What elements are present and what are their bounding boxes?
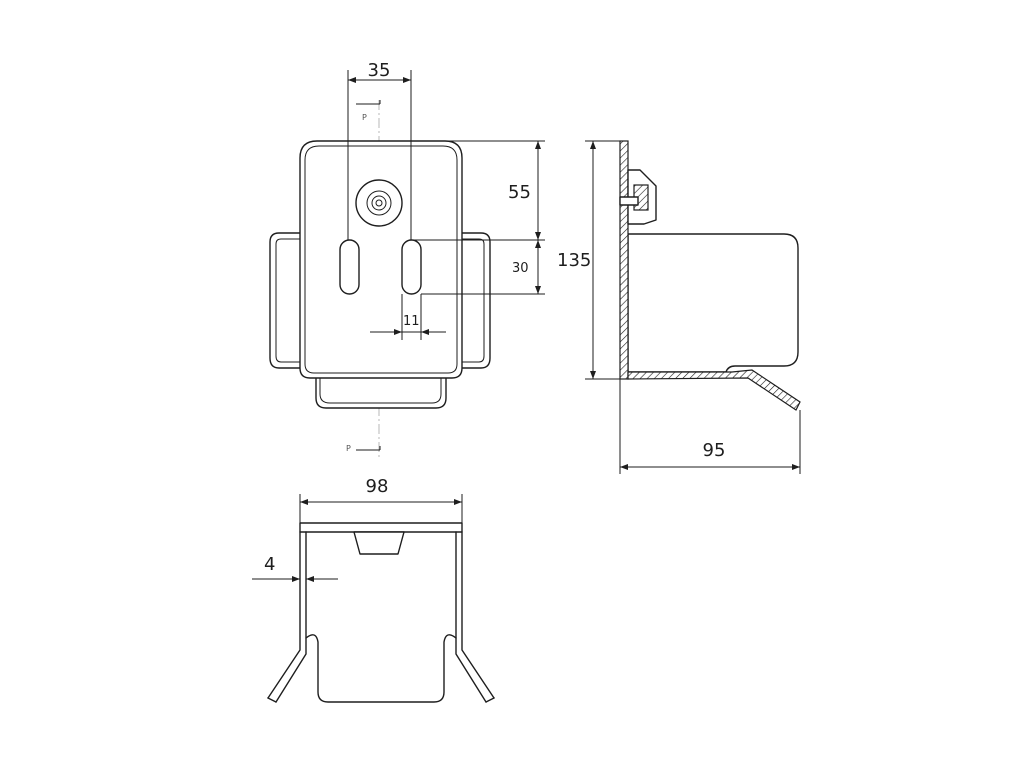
right-flange (455, 232, 491, 369)
top-screw-bracket (353, 531, 405, 555)
dimension-label-55: 55 (508, 182, 531, 203)
dimension-98: 98 (299, 476, 463, 523)
dimension-30: 30 (421, 240, 545, 295)
dimension-label-35: 35 (368, 60, 391, 81)
right-wall-inner (455, 531, 487, 703)
left-flange (269, 232, 305, 369)
dimension-label-135: 135 (557, 250, 591, 271)
dimension-label-30: 30 (512, 261, 529, 276)
top-back-plate (299, 522, 463, 533)
lower-plate (315, 369, 447, 409)
back-plate-inner (304, 145, 458, 374)
dimension-label-4: 4 (264, 554, 275, 575)
side-screw (619, 196, 639, 206)
dimension-label-11: 11 (403, 314, 420, 329)
holder-body (627, 233, 799, 373)
bottom-tongue (305, 634, 457, 703)
dimension-135: 135 (557, 140, 620, 380)
left-slot (339, 239, 360, 295)
dimension-4: 4 (252, 554, 338, 582)
section-mark-bottom: P (346, 444, 351, 453)
side-view: 135 95 (557, 140, 801, 474)
section-mark-top: P (362, 113, 367, 122)
dimension-35: 35 (347, 60, 412, 240)
front-view: 35 P P 55 30 (269, 60, 545, 460)
dimension-label-98: 98 (366, 476, 389, 497)
back-plate (299, 140, 463, 379)
section-marker-top: P (356, 100, 381, 122)
left-wall-outer (267, 531, 301, 699)
top-view: 98 4 (252, 476, 495, 703)
screw-center (375, 199, 383, 207)
dimension-55: 55 (411, 140, 545, 241)
lower-plate-inner (319, 370, 442, 404)
dimension-95: 95 (619, 379, 801, 474)
section-marker-bottom: P (346, 444, 381, 453)
screw-boss (355, 179, 403, 227)
dimension-11: 11 (370, 294, 446, 340)
left-wall-inner (275, 531, 307, 703)
right-wall-outer (461, 531, 495, 699)
dimension-label-95: 95 (703, 440, 726, 461)
bottom-lip-section (627, 369, 801, 411)
screw-recess (371, 195, 387, 211)
back-wall-section (619, 140, 629, 380)
right-flange-inner (459, 238, 485, 363)
screw-head (366, 190, 392, 216)
